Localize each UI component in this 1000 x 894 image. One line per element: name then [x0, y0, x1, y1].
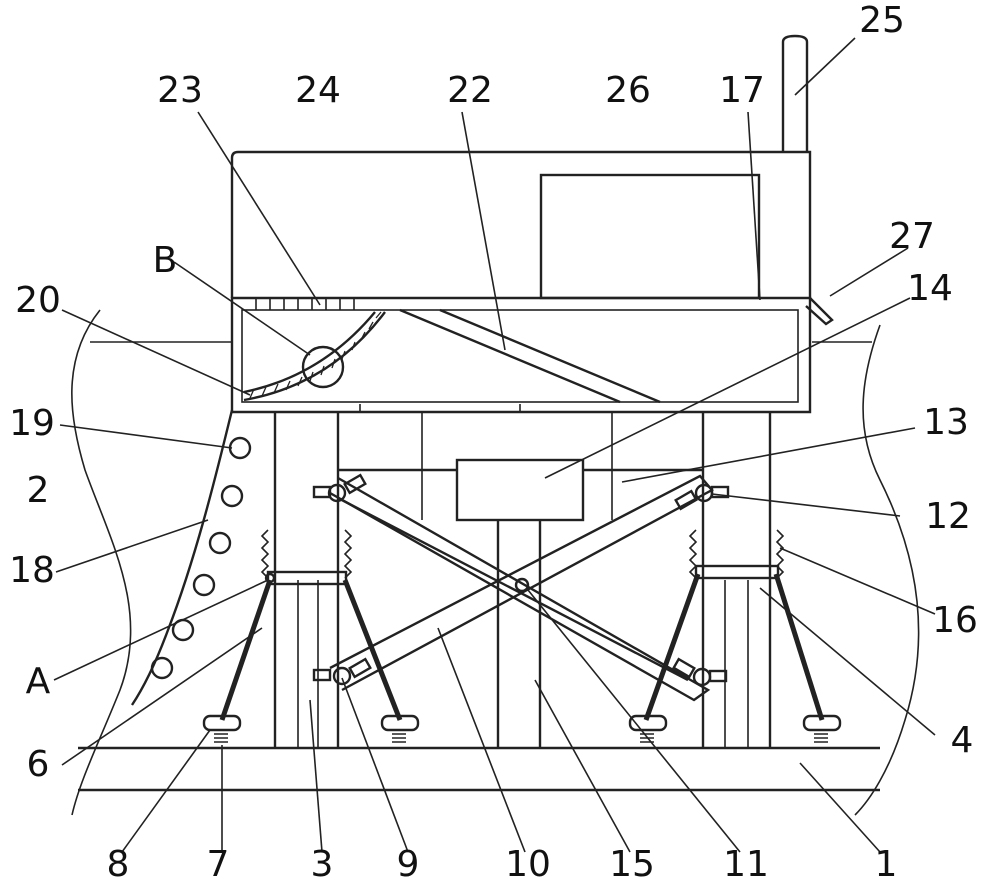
left-column — [260, 412, 353, 748]
upper-housing — [230, 150, 812, 298]
label-25: 25 — [859, 0, 905, 41]
label-19: 19 — [9, 403, 55, 444]
label-22: 22 — [447, 70, 493, 111]
label-17: 17 — [719, 70, 765, 111]
label-27: 27 — [889, 216, 935, 257]
label-26: 26 — [605, 70, 651, 111]
drawer-inner — [241, 309, 799, 403]
label-1: 1 — [875, 844, 898, 885]
curved-guide-rail — [131, 409, 234, 706]
scissor-pivot — [514, 577, 530, 593]
label-13: 13 — [923, 402, 969, 443]
leader-lines — [53, 37, 936, 853]
label-6: 6 — [27, 744, 50, 785]
label-A: A — [26, 661, 51, 702]
label-9: 9 — [397, 844, 420, 885]
label-11: 11 — [723, 844, 769, 885]
drawer-handle — [805, 297, 834, 326]
label-3: 3 — [311, 844, 334, 885]
label-23: 23 — [157, 70, 203, 111]
label-7: 7 — [207, 844, 230, 885]
right-break-line — [854, 324, 920, 816]
label-2: 2 — [27, 470, 50, 511]
label-24: 24 — [295, 70, 341, 111]
blade-hatching — [249, 311, 382, 399]
label-10: 10 — [505, 844, 551, 885]
label-14: 14 — [907, 268, 953, 309]
detail-circle-b — [301, 345, 345, 389]
label-4: 4 — [951, 720, 974, 761]
motor-box — [455, 458, 585, 522]
slot-grille — [255, 298, 355, 310]
reference-labels: 25 23 24 22 26 17 27 B 20 14 19 13 2 12 … — [9, 0, 978, 885]
ropes — [219, 573, 825, 721]
diagonal-plate — [399, 308, 661, 404]
scissor-arms — [329, 474, 714, 702]
anchor-clamps — [202, 714, 842, 743]
label-18: 18 — [9, 550, 55, 591]
label-8: 8 — [107, 844, 130, 885]
drawer-outer — [230, 296, 812, 414]
antenna — [781, 34, 809, 152]
screen-box — [539, 173, 761, 300]
label-B: B — [153, 240, 178, 281]
drawer-support — [359, 404, 521, 412]
pivot-bolts — [312, 473, 730, 687]
left-break-line — [71, 309, 132, 816]
base-plate — [78, 746, 880, 792]
label-15: 15 — [609, 844, 655, 885]
rollers — [150, 436, 252, 680]
right-column — [688, 412, 785, 748]
label-16: 16 — [932, 600, 978, 641]
label-20: 20 — [15, 280, 61, 321]
label-12: 12 — [925, 496, 971, 537]
